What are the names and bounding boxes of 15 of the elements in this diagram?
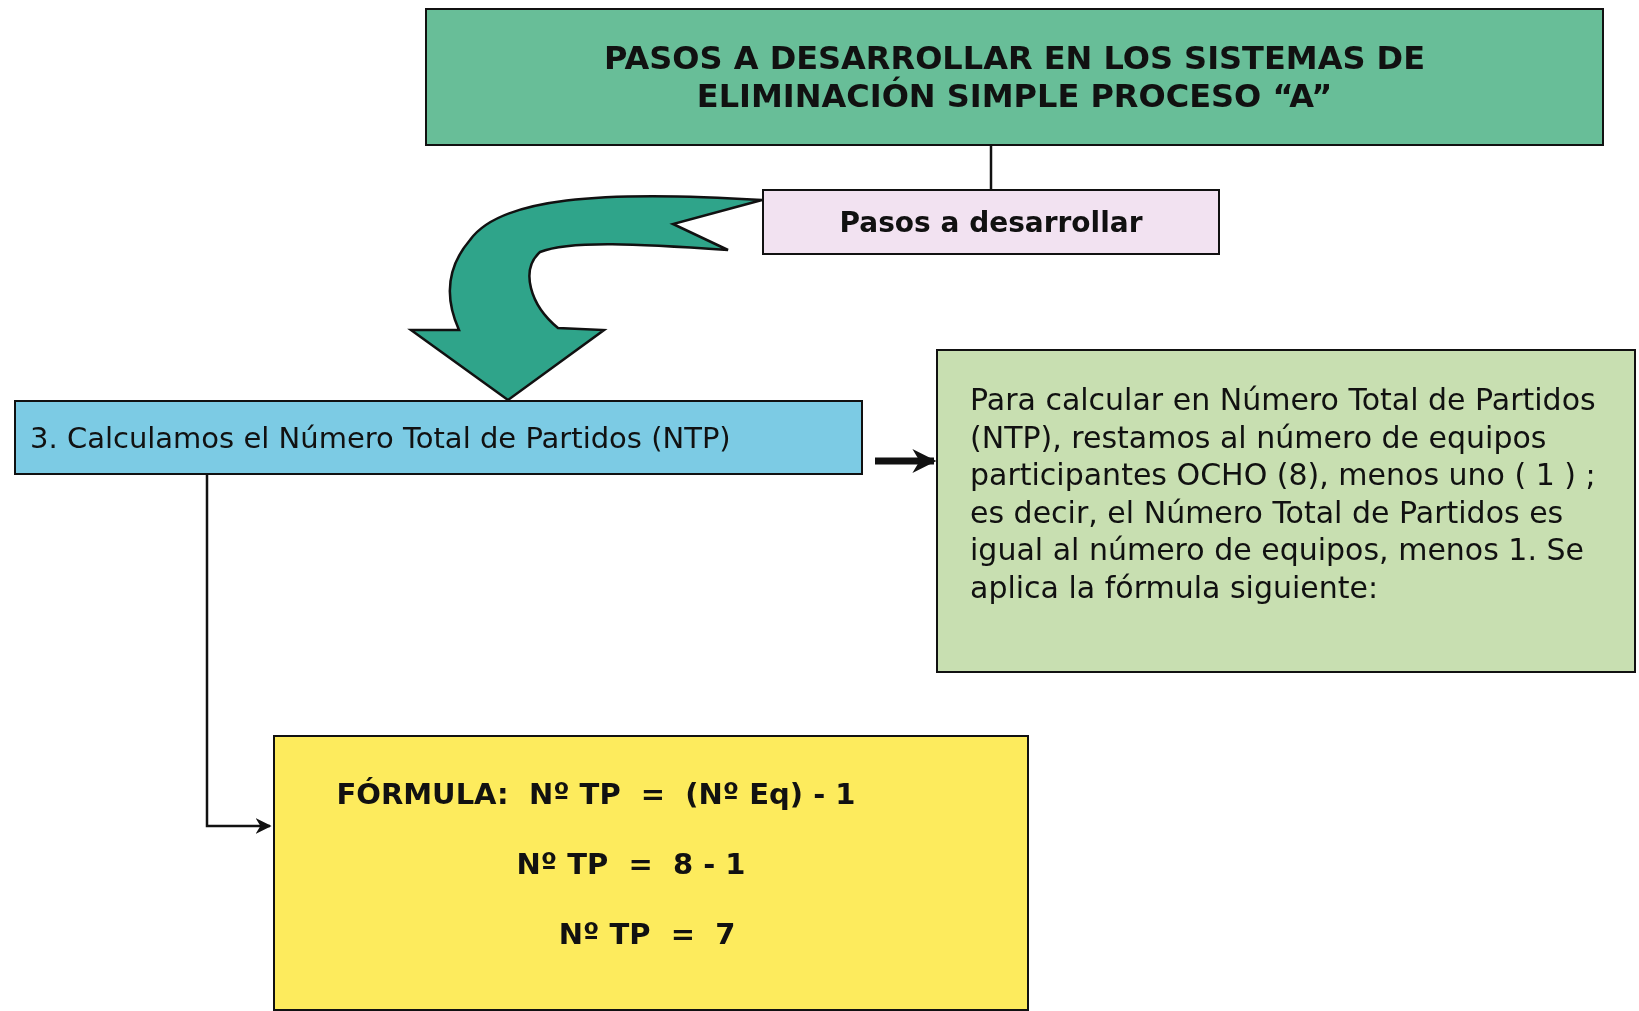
box-label: Pasos a desarrollar [838,205,1144,239]
formula-text: Nº TP = 7 [557,917,737,951]
curved-arrow [409,194,764,402]
explanation-box [936,349,1636,673]
formula-text: FÓRMULA: Nº TP = (Nº Eq) - 1 [335,777,857,811]
process-box [762,189,1220,255]
step-box [14,400,863,475]
box-label: 3. Calculamos el Número Total de Partidos (NTP) [30,420,732,455]
title-box [425,8,1604,146]
title-text: PASOS A DESARROLLAR EN LOS SISTEMAS DE ELIMINACIÓN SIMPLE PROCESO “A” [603,39,1426,115]
formula-box [273,735,1029,1011]
connector-line [989,146,993,189]
arrow [205,475,272,834]
formula-text: Nº TP = 8 - 1 [515,847,747,881]
paragraph-text: Para calcular en Número Total de Partidos (NTP), restamos al número de equipos participantes OCHO (8), menos uno ( 1 ) ; es decir, el Número Total de Partidos es igual al número de equipos, menos 1. Se aplica la fórmula siguiente: [970,381,1597,606]
